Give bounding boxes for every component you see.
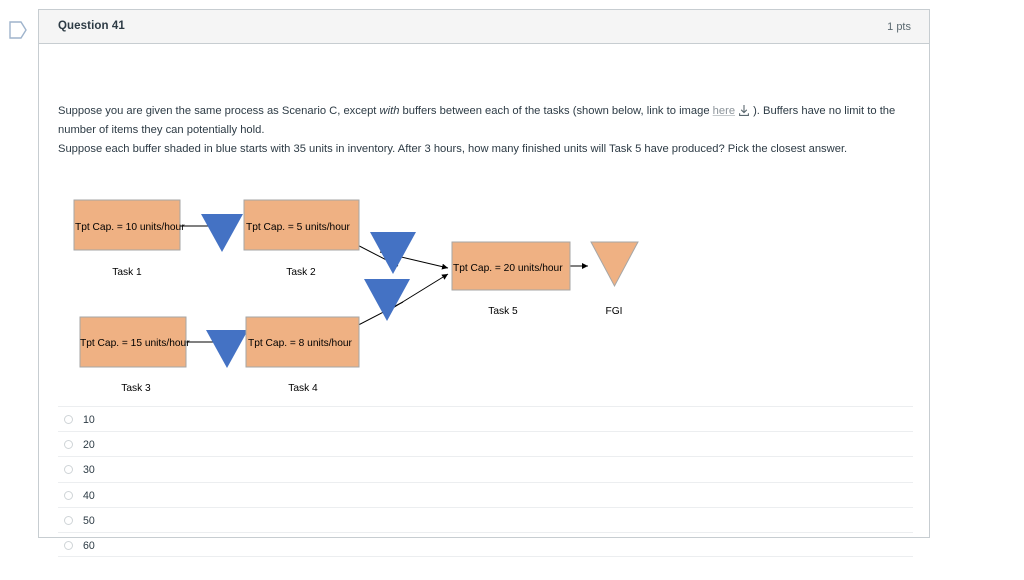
fgi-triangle [590,241,639,288]
task2-caption: Task 2 [286,267,316,278]
radio-button-icon[interactable] [64,515,73,525]
node-task4: Tpt Cap. = 8 units/hour Task 4 [245,316,360,394]
answer-option-row[interactable]: 40 [58,481,913,507]
task4-caption: Task 4 [288,383,318,394]
answer-option-label: 30 [83,464,95,477]
node-task5: Tpt Cap. = 20 units/hour Task 5 [451,241,571,317]
node-fgi: FGI [590,241,639,317]
page-title: Question 41 [58,20,125,32]
image-link[interactable]: here [712,105,736,117]
answer-option-label: 20 [83,439,95,452]
download-icon[interactable] [738,104,750,117]
radio-button-icon[interactable] [64,540,73,550]
node-task2: Tpt Cap. = 5 units/hour Task 2 [243,199,360,278]
answer-option-label: 50 [83,514,95,527]
question-paragraph-1: Suppose you are given the same process a… [58,102,910,140]
buffer-task2-task5 [370,232,416,274]
radio-button-icon[interactable] [64,465,73,475]
buffer-task3-task4 [206,330,248,368]
process-flow-diagram: Tpt Cap. = 10 units/hour Task 1 Tpt Cap.… [58,174,658,394]
answer-option-row[interactable]: 60 [58,531,913,558]
question-text-emphasis: with [379,105,400,117]
answer-option-row[interactable]: 10 [58,406,913,431]
task3-label: Tpt Cap. = 15 units/hour [80,338,190,349]
answer-option-label: 60 [83,539,95,552]
task1-caption: Task 1 [112,267,142,278]
task1-label: Tpt Cap. = 10 units/hour [75,222,185,233]
answer-option-label: 10 [83,414,95,426]
question-text-part-c: ). Buffers have no limit to the number o… [58,105,896,136]
node-task1: Tpt Cap. = 10 units/hour Task 1 [73,199,185,278]
task4-label: Tpt Cap. = 8 units/hour [248,338,353,349]
fgi-caption: FGI [606,306,623,317]
node-task3: Tpt Cap. = 15 units/hour Task 3 [79,316,190,394]
buffer-task1-task2 [201,214,243,252]
task5-caption: Task 5 [488,306,518,317]
question-header: Question 41 1 pts [39,10,929,44]
question-text-part-b: buffers between each of the tasks (shown… [399,105,713,117]
question-text-part-a: Suppose you are given the same process a… [58,105,380,117]
radio-button-icon[interactable] [64,440,73,450]
question-paragraph-2: Suppose each buffer shaded in blue start… [58,143,848,155]
task3-caption: Task 3 [121,383,151,394]
answer-option-row[interactable]: 50 [58,506,913,532]
question-points: 1 pts [887,21,911,33]
flag-outline-icon[interactable] [8,19,28,41]
question-card: Question 41 1 pts Suppose you are given … [38,9,930,558]
answer-option-row[interactable]: 30 [58,456,913,481]
radio-button-icon[interactable] [64,490,73,500]
answer-options-list: 10 20 30 40 50 [58,406,913,558]
buffer-task4-task5 [364,279,410,321]
radio-button-icon[interactable] [64,415,73,424]
task5-label: Tpt Cap. = 20 units/hour [453,263,563,274]
task2-label: Tpt Cap. = 5 units/hour [246,222,351,233]
arrow-buffer-task5-lower [387,273,449,312]
answer-option-row[interactable]: 20 [58,431,913,456]
answer-option-label: 40 [83,489,95,502]
